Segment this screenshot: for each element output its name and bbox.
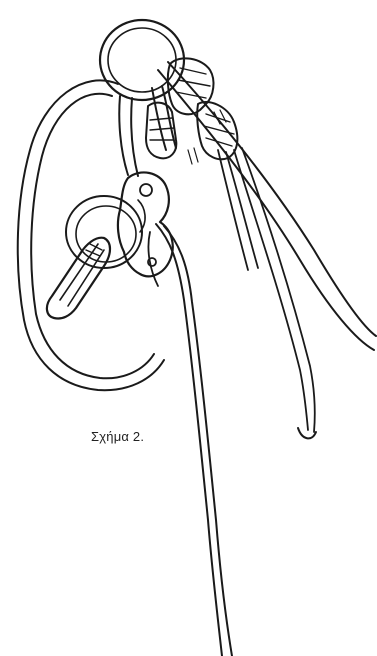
small-carabiner — [47, 238, 110, 319]
figure-caption: Σχήμα 2. — [91, 429, 144, 444]
rope-right-strands — [158, 62, 376, 438]
anchor-ring — [100, 20, 184, 100]
rope-down-strands — [148, 224, 232, 656]
